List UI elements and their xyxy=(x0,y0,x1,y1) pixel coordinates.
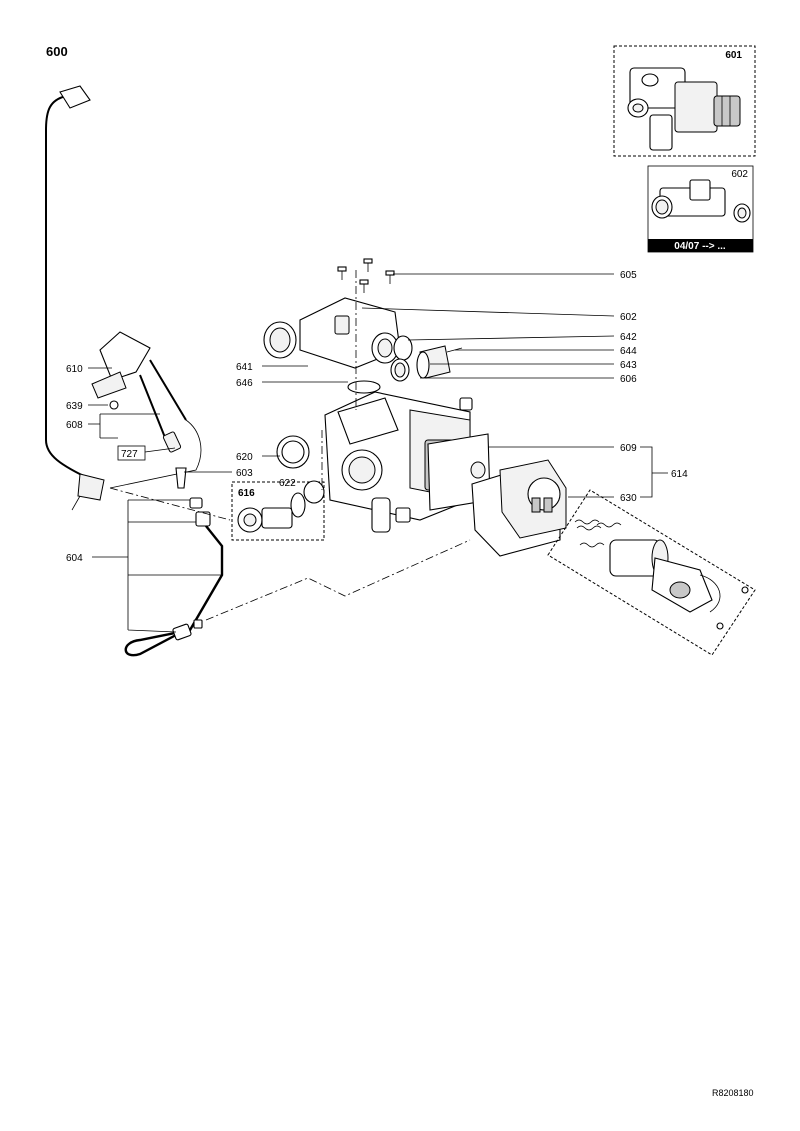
label-630: 630 xyxy=(620,493,637,504)
operator-630 xyxy=(471,459,567,557)
inset-601: 601 xyxy=(613,45,756,157)
inset-602-label: 602 xyxy=(731,169,748,180)
seals-and-filter xyxy=(276,335,463,469)
label-606: 606 xyxy=(620,374,637,385)
label-641: 641 xyxy=(236,362,253,373)
screws-605 xyxy=(337,258,395,293)
label-610: 610 xyxy=(66,364,83,375)
label-644: 644 xyxy=(620,346,637,357)
inset-601-valve-illustration xyxy=(627,67,741,151)
label-609: 609 xyxy=(620,443,637,454)
leader-lines xyxy=(88,273,668,633)
label-622: 622 xyxy=(279,478,296,489)
inset-602-caption: 04/07 --> ... xyxy=(674,241,726,252)
label-642: 642 xyxy=(620,332,637,343)
label-602: 602 xyxy=(620,312,637,323)
inset-602: 602 04/07 --> ... xyxy=(647,165,754,253)
regulator-616 xyxy=(231,480,325,541)
document-reference: R8208180 xyxy=(712,1088,754,1098)
label-620: 620 xyxy=(236,452,253,463)
oring-646 xyxy=(347,380,381,394)
part-labels: 605 602 642 644 641 643 646 606 610 639 … xyxy=(66,270,688,564)
label-643: 643 xyxy=(620,360,637,371)
label-727: 727 xyxy=(121,449,138,460)
inset-601-label: 601 xyxy=(725,50,742,61)
oring-622 xyxy=(303,480,325,504)
label-616: 616 xyxy=(238,488,255,499)
springs xyxy=(574,519,622,548)
label-608: 608 xyxy=(66,420,83,431)
pipe-604 xyxy=(124,497,224,657)
nut-603 xyxy=(175,467,187,489)
label-639: 639 xyxy=(66,401,83,412)
thermocouple-cable xyxy=(45,85,105,511)
operator-kit xyxy=(547,489,756,656)
figure-number: 600 xyxy=(46,44,68,59)
centre-lines xyxy=(109,270,471,621)
electrode-assembly xyxy=(91,331,202,489)
label-614: 614 xyxy=(671,469,688,480)
label-604: 604 xyxy=(66,553,83,564)
label-605: 605 xyxy=(620,270,637,281)
label-603: 603 xyxy=(236,468,253,479)
inset-602-manifold-illustration xyxy=(651,179,751,223)
label-646: 646 xyxy=(236,378,253,389)
